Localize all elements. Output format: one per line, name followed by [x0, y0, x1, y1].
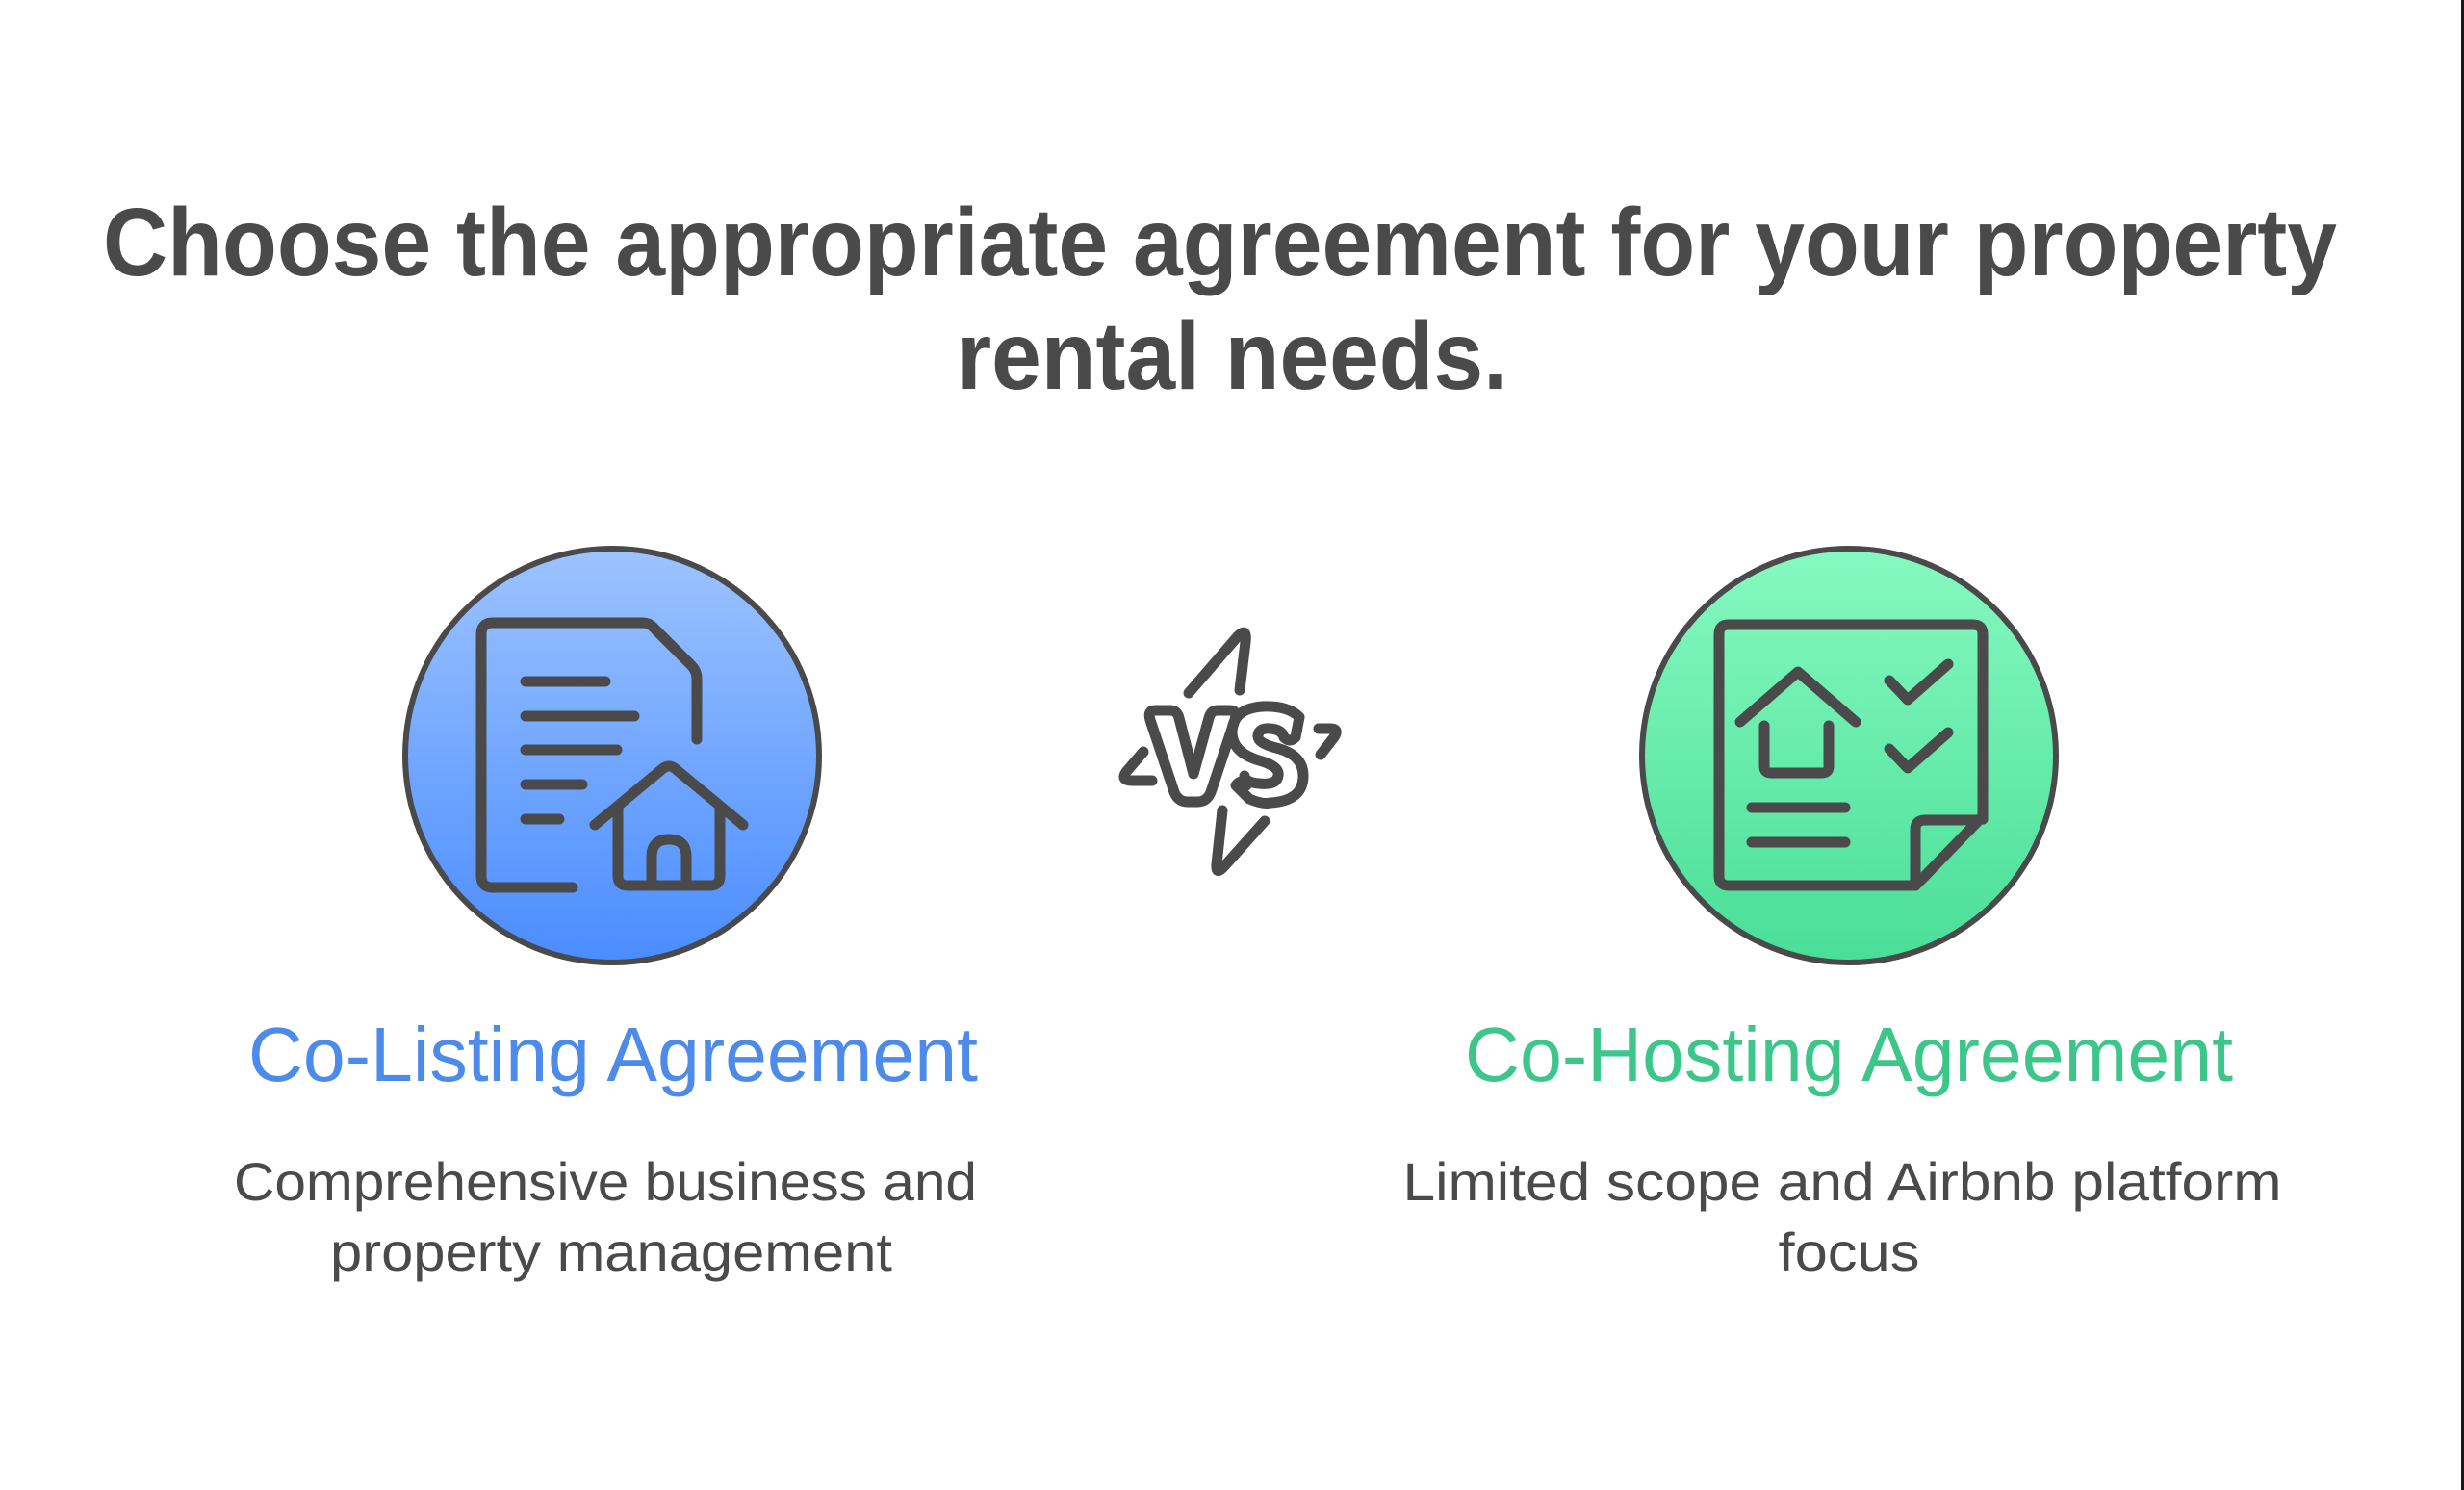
- window-edge-divider: [2461, 0, 2464, 1490]
- checklist-with-house-icon: [1639, 546, 2059, 965]
- vs-icon: [1118, 627, 1342, 876]
- option-description-line-1: Comprehensive business and: [234, 1151, 977, 1212]
- page-title: Choose the appropriate agreement for you…: [103, 189, 2337, 410]
- option-co-hosting: Co-Hosting Agreement Limited scope and A…: [1403, 546, 2282, 1282]
- option-description-line-2: focus: [1779, 1221, 1920, 1282]
- option-title: Co-Hosting Agreement: [1465, 1012, 2233, 1097]
- option-description-line-1: Limited scope and Airbnb platform: [1403, 1151, 2282, 1212]
- option-description-line-2: property management: [330, 1221, 892, 1282]
- option-co-listing: Co-Listing Agreement Comprehensive busin…: [234, 546, 978, 1282]
- option-title: Co-Listing Agreement: [248, 1012, 978, 1097]
- page-title-line-2: rental needs.: [957, 302, 1508, 410]
- page-title-line-1: Choose the appropriate agreement for you…: [103, 189, 2337, 296]
- document-with-house-icon: [402, 546, 822, 965]
